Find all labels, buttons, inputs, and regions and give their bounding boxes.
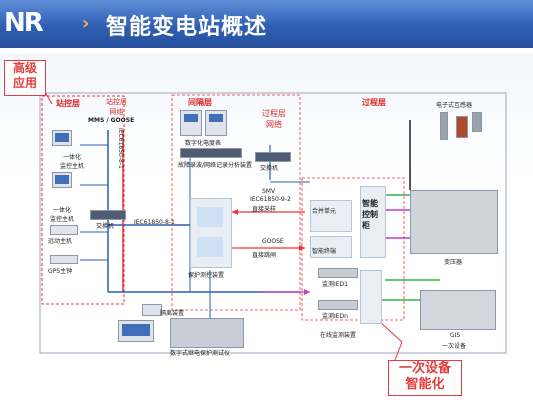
monitor-icon: [52, 172, 72, 188]
direct-trip-label: 直接跳闸: [252, 252, 277, 259]
station-net-label: 站控层网络: [106, 98, 127, 116]
transformer-icon: [456, 116, 468, 138]
smart-cabinet-icon: [360, 186, 386, 258]
smart-cabinet-label: 智能控制柜: [362, 199, 378, 230]
digital-meter-label: 数字化电度表: [185, 140, 222, 147]
integrated-host-2-label: 一体化监控主机: [50, 207, 75, 223]
laptop-icon: [118, 320, 154, 342]
direct-sampling-label: 直接采样: [252, 206, 277, 213]
gis-label: GIS: [450, 332, 461, 339]
merging-unit-icon: [310, 200, 352, 232]
callout-line-1: 一次设备: [398, 361, 451, 376]
callout-line-1: 高级: [12, 61, 37, 75]
ied-1-label: 监测IED1: [322, 281, 348, 288]
page-title: 智能变电站概述: [106, 15, 268, 40]
switch-icon: [90, 210, 126, 220]
nr-logo: NR: [4, 8, 44, 38]
ied-n-label: 监测IEDn: [322, 313, 348, 320]
iec-smv-label: IEC61850-9-2: [250, 196, 291, 203]
protection-unit-icon: [190, 198, 232, 268]
ied-icon: [318, 300, 358, 310]
iec-vertical-label: IEC61850-8-1: [117, 128, 124, 169]
electronic-transformer-label: 电子式互感器: [436, 102, 473, 109]
header-bar: NR › 智能变电站概述: [0, 0, 533, 48]
ied-icon: [318, 268, 358, 278]
switch-left-label: 交换机: [96, 223, 115, 230]
goose-label: GOOSE: [262, 238, 284, 245]
tester-icon: [170, 318, 244, 348]
transformer-label: 变压器: [444, 259, 463, 266]
remote-host-label: 远动主机: [48, 238, 73, 245]
callout-line-2: 智能化: [405, 377, 445, 392]
switch-process-label: 交换机: [260, 165, 279, 172]
primary-device-callout: 一次设备 智能化: [388, 360, 462, 396]
recorder-icon: [180, 148, 242, 158]
power-transformer-icon: [410, 190, 498, 254]
isolation-device-icon: [142, 304, 162, 316]
fault-recorder-label: 故障录波/网络记录分析装置: [178, 162, 253, 169]
insulator-icon: [472, 112, 482, 132]
monitor-icon: [52, 130, 72, 146]
meter-icon: [180, 110, 202, 136]
insulator-icon: [440, 112, 448, 140]
process-layer-label: 过程层: [362, 98, 386, 107]
chevron-right-icon: ›: [82, 13, 90, 34]
merging-unit-label: 合并单元: [312, 208, 337, 215]
gps-label: GPS主钟: [48, 268, 73, 275]
primary-device-label: 一次设备: [442, 343, 467, 350]
station-layer-label: 站控层: [56, 99, 80, 108]
smart-terminal-icon: [310, 236, 352, 258]
integrated-host-1-label: 一体化监控主机: [60, 154, 85, 170]
protection-measure-label: 保护测控装置: [188, 272, 225, 279]
digital-tester-label: 数字式继电保护测试仪: [170, 350, 231, 357]
callout-line-2: 应用: [12, 76, 37, 90]
smart-terminal-label: 智能终端: [312, 248, 337, 255]
mms-goose-label: MMS / GOOSE: [88, 117, 135, 124]
monitor-cabinet-icon: [360, 270, 382, 324]
online-monitor-label: 在线监测装置: [320, 332, 357, 339]
smv-label: SMV: [262, 188, 276, 195]
iec-horizontal-label: IEC61850-8-1: [134, 219, 175, 226]
server-icon: [50, 225, 78, 235]
server-icon: [50, 255, 78, 264]
high-level-app-callout: 高级 应用: [4, 60, 46, 96]
isolation-label: 隔离装置: [160, 310, 185, 317]
switch-icon: [255, 152, 291, 162]
meter-icon: [205, 110, 227, 136]
bay-layer-label: 间隔层: [188, 98, 212, 107]
gis-icon: [420, 290, 496, 330]
process-net-label: 过程层网络: [262, 109, 286, 129]
